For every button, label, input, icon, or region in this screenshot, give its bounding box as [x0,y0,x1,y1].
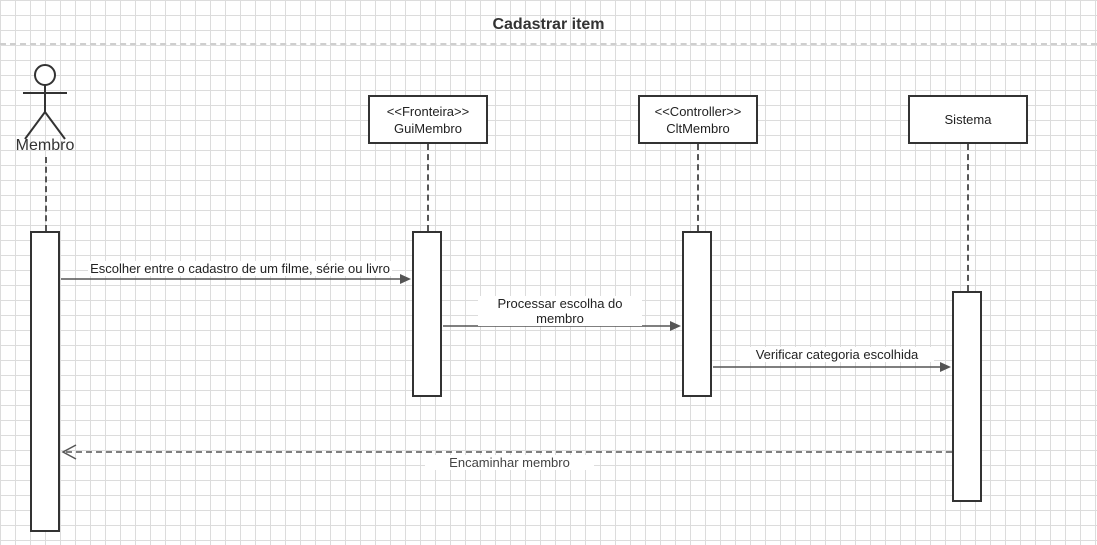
activation-bar-guimembro[interactable] [412,231,442,397]
activation-bar-sistema[interactable] [952,291,982,502]
return-arrow-4[interactable] [61,444,952,460]
participant-name: Sistema [944,112,992,127]
participant-guimembro[interactable]: <<Fronteira>> GuiMembro [368,95,488,144]
message-label-1: Escolher entre o cadastro de um filme, s… [88,261,392,276]
participant-name: GuiMembro [394,120,462,136]
message-label-2-line1: Processar escolha do [497,296,623,311]
lifeline-guimembro [427,144,429,231]
activation-bar-membro[interactable] [30,231,60,532]
return-label-4: Encaminhar membro [425,455,594,470]
frame-divider-line [0,43,1097,45]
participant-name: CltMembro [666,120,730,136]
message-label-2: Processar escolha do membro [478,296,642,326]
message-label-2-line2: membro [536,311,584,326]
activation-bar-cltmembro[interactable] [682,231,712,397]
participant-stereotype: <<Controller>> [654,103,742,119]
lifeline-cltmembro [697,144,699,231]
message-arrow-2[interactable] [443,321,681,331]
message-label-3: Verificar categoria escolhida [740,347,934,362]
message-arrow-1[interactable] [61,274,411,284]
participant-cltmembro[interactable]: <<Controller>> CltMembro [638,95,758,144]
participant-sistema[interactable]: Sistema [908,95,1028,144]
diagram-title: Cadastrar item [492,16,605,33]
lifeline-membro [45,157,47,231]
actor-label-membro: Membro [15,137,75,154]
participant-stereotype: <<Fronteira>> [386,103,470,119]
message-arrow-3[interactable] [713,362,951,372]
lifeline-sistema [967,144,969,291]
